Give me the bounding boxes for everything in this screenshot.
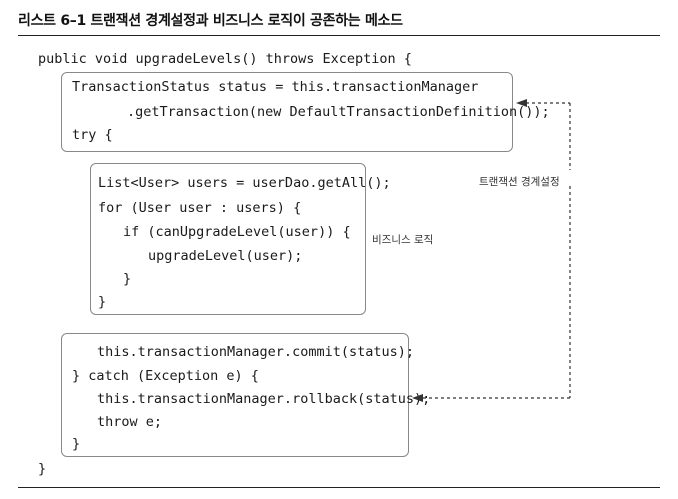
transaction-boundary-label: 트랜잭션 경계설정 — [479, 176, 560, 188]
transaction-end-box — [61, 333, 409, 457]
code-catch: } catch (Exception e) { — [72, 368, 259, 384]
business-logic-box — [90, 163, 366, 315]
code-get-transaction: .getTransaction(new DefaultTransactionDe… — [127, 104, 550, 120]
code-if-condition: if (canUpgradeLevel(user)) { — [123, 224, 351, 240]
code-for-loop: for (User user : users) { — [98, 200, 302, 216]
bottom-rule — [18, 487, 660, 488]
upper-arrowhead-icon — [516, 99, 527, 107]
code-commit: this.transactionManager.commit(status); — [97, 344, 414, 360]
code-try: try { — [72, 127, 113, 143]
code-upgrade-level: upgradeLevel(user); — [148, 248, 303, 264]
code-status-declaration: TransactionStatus status = this.transact… — [72, 79, 479, 95]
code-list-users: List<User> users = userDao.getAll(); — [98, 175, 391, 191]
code-close-method: } — [38, 461, 47, 477]
method-signature: public void upgradeLevels() throws Excep… — [38, 51, 412, 67]
transaction-start-box — [61, 72, 513, 152]
code-close-if: } — [123, 271, 132, 287]
top-rule — [18, 35, 660, 36]
code-rollback: this.transactionManager.rollback(status)… — [97, 391, 431, 407]
code-close-for: } — [98, 294, 107, 310]
code-throw: throw e; — [97, 414, 163, 430]
code-close-catch: } — [72, 436, 81, 452]
business-logic-label: 비즈니스 로직 — [372, 234, 434, 246]
listing-title: 리스트 6–1 트랜잭션 경계설정과 비즈니스 로직이 공존하는 메소드 — [18, 13, 403, 29]
lower-arrowhead-icon — [412, 394, 423, 402]
